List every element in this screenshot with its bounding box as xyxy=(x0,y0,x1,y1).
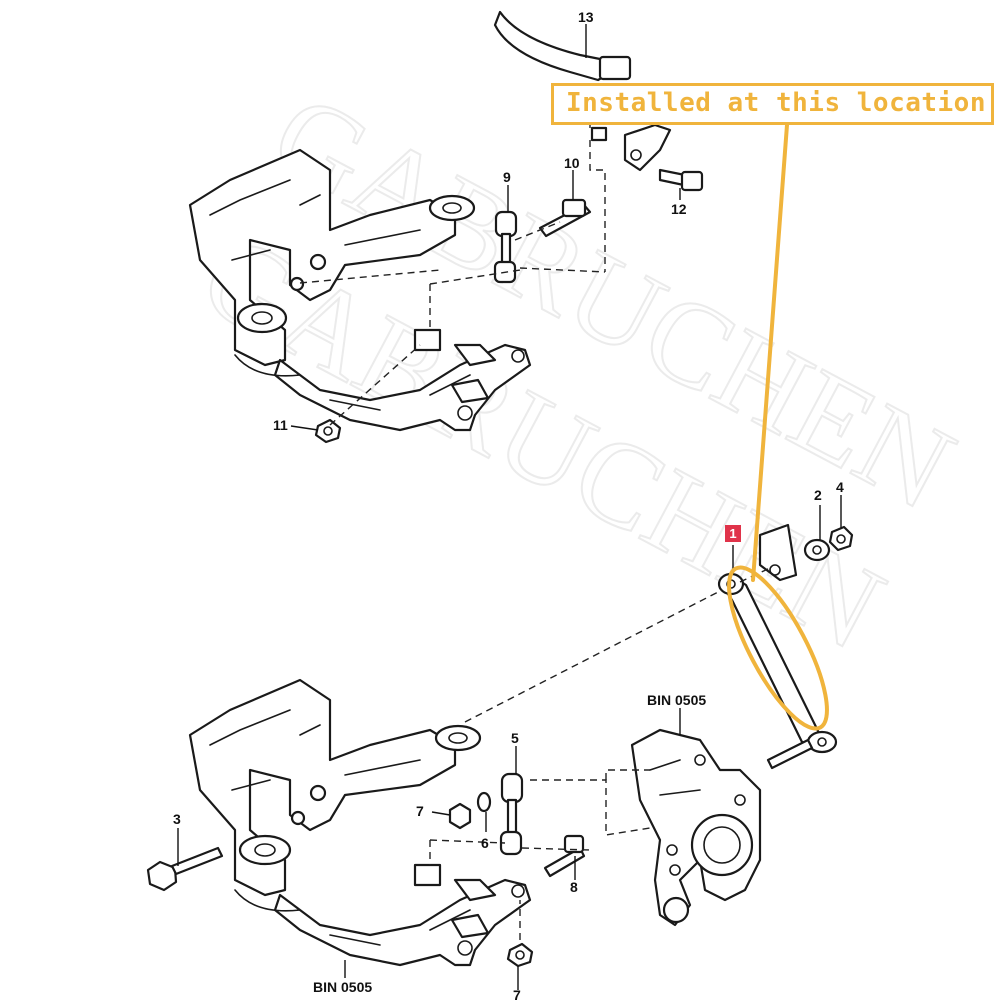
callout-11: 11 xyxy=(273,417,288,433)
callout-text: Installed at this location xyxy=(566,88,986,118)
callout-3: 3 xyxy=(173,811,181,827)
callout-9: 9 xyxy=(503,169,511,185)
upper-stabilizer-bar xyxy=(493,10,672,172)
lower-coupling-rod xyxy=(448,772,586,878)
highlight-overlay xyxy=(727,123,829,731)
callout-7-lower: 7 xyxy=(513,987,521,1000)
upper-subframe-assembly xyxy=(188,148,532,432)
callout-13: 13 xyxy=(578,9,594,25)
callout-8: 8 xyxy=(570,879,578,895)
callout-7-upper: 7 xyxy=(416,803,424,819)
callout-5: 5 xyxy=(511,730,519,746)
ref-bin-upper: BIN 0505 xyxy=(647,692,706,708)
highlight-ellipse xyxy=(727,565,829,731)
callout-12: 12 xyxy=(671,201,687,217)
upper-nut xyxy=(314,418,342,444)
wheel-bearing-housing xyxy=(630,728,762,927)
callout-4: 4 xyxy=(836,479,844,495)
callout-2: 2 xyxy=(814,487,822,503)
ref-bin-lower: BIN 0505 xyxy=(313,979,372,995)
lower-subframe-assembly xyxy=(188,678,532,967)
part-number-labels: 13 9 10 12 11 2 4 5 7 6 8 3 7 BIN 0505 B… xyxy=(173,9,844,1000)
callout-10: 10 xyxy=(564,155,580,171)
callout-1-highlighted: 1 xyxy=(725,525,741,542)
bolt-3 xyxy=(146,846,224,892)
upper-coupling-rod xyxy=(493,168,704,284)
bracket-washer-nut xyxy=(758,523,854,582)
leader-lines xyxy=(177,24,842,990)
callout-pointer-line xyxy=(751,123,789,582)
callout-6: 6 xyxy=(481,835,489,851)
callout-box: Installed at this location xyxy=(551,83,994,125)
lower-nut-7 xyxy=(506,942,534,968)
